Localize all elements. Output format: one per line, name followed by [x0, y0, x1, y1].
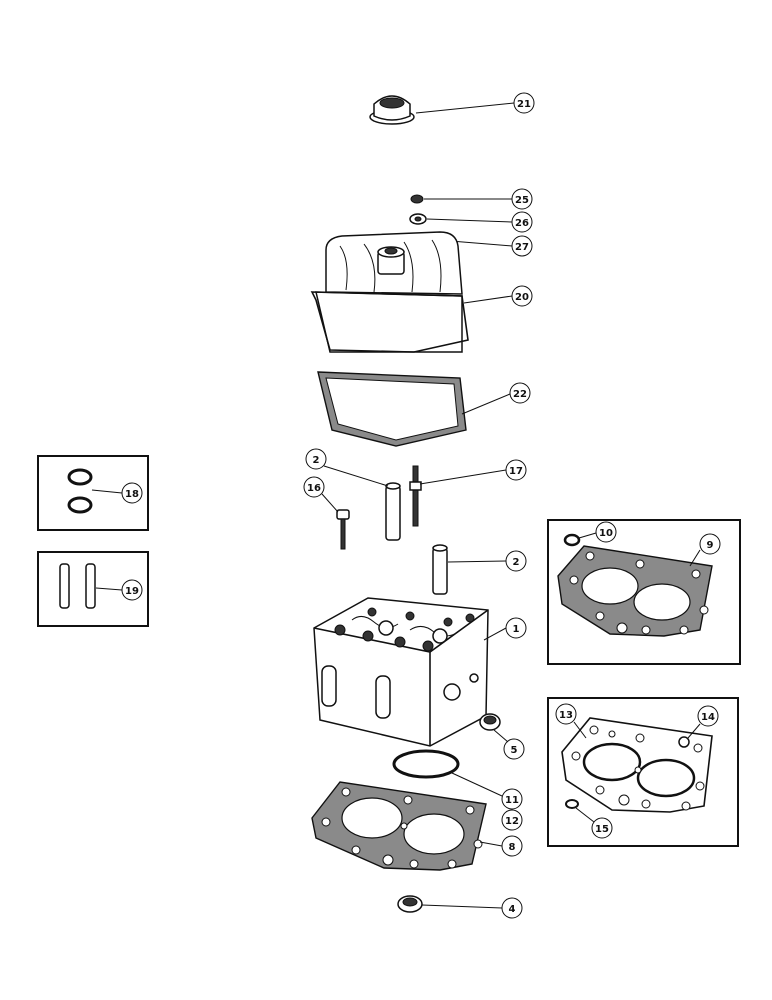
svg-text:4: 4 [509, 904, 516, 915]
part-4-plug [397, 895, 423, 913]
callout-20: 20 [511, 285, 533, 307]
callout-15: 15 [591, 817, 613, 839]
kit-box-13-14-15 [547, 697, 739, 847]
svg-text:25: 25 [515, 195, 529, 206]
svg-text:18: 18 [125, 489, 139, 500]
leader-line-11 [451, 772, 503, 797]
callout-12: 12 [501, 809, 523, 831]
leader-line-17 [419, 469, 507, 485]
callout-19: 19 [121, 579, 143, 601]
callout-22: 22 [509, 382, 531, 404]
svg-text:26: 26 [515, 218, 529, 229]
callout-21: 21 [513, 92, 535, 114]
svg-text:10: 10 [599, 528, 613, 539]
svg-text:9: 9 [707, 540, 714, 551]
svg-text:15: 15 [595, 824, 609, 835]
svg-text:8: 8 [509, 842, 516, 853]
part-1-cylinder-head [313, 597, 489, 747]
leader-line-8 [479, 841, 503, 847]
leader-line-1 [483, 627, 507, 641]
callout-14: 14 [697, 705, 719, 727]
svg-text:12: 12 [505, 816, 519, 827]
part-26-washer [409, 213, 427, 225]
leader-line-20 [463, 295, 513, 304]
leader-line-2a [323, 465, 389, 487]
callout-27: 27 [511, 235, 533, 257]
svg-text:22: 22 [513, 389, 527, 400]
callout-18: 18 [121, 482, 143, 504]
svg-text:21: 21 [517, 99, 531, 110]
part-2-tube-lower [432, 544, 448, 595]
part-2-tube-upper [385, 482, 401, 541]
part-8-head-gasket [311, 781, 487, 871]
callout-2-upper: 2 [305, 448, 327, 470]
callout-13: 13 [555, 703, 577, 725]
leader-line-26 [426, 218, 513, 223]
svg-text:27: 27 [515, 242, 529, 253]
callout-4: 4 [501, 897, 523, 919]
svg-text:1: 1 [513, 624, 520, 635]
part-16-bolt [336, 509, 350, 550]
svg-text:19: 19 [125, 586, 139, 597]
leader-line-4 [421, 904, 503, 909]
leader-line-2b [447, 560, 507, 563]
part-22-cover-gasket [317, 371, 467, 447]
callout-10: 10 [595, 521, 617, 543]
part-17-stud [409, 465, 422, 527]
callout-11: 11 [501, 788, 523, 810]
leader-line-21 [415, 102, 515, 114]
kit-box-18 [37, 455, 149, 531]
svg-text:17: 17 [509, 466, 523, 477]
part-5-plug [479, 713, 501, 731]
part-11-seal-ring [392, 749, 460, 779]
kit-box-9-10 [547, 519, 741, 665]
callout-25: 25 [511, 188, 533, 210]
svg-text:13: 13 [559, 710, 573, 721]
callout-17: 17 [505, 459, 527, 481]
part-25-nut [410, 194, 424, 204]
callout-1: 1 [505, 617, 527, 639]
callout-8: 8 [501, 835, 523, 857]
svg-text:2: 2 [313, 455, 320, 466]
leader-line-5 [493, 729, 509, 743]
svg-text:5: 5 [511, 745, 518, 756]
svg-text:11: 11 [505, 795, 519, 806]
leader-line-22 [461, 393, 511, 415]
callout-26: 26 [511, 211, 533, 233]
callout-16: 16 [303, 476, 325, 498]
leader-line-16 [321, 493, 339, 513]
svg-text:16: 16 [307, 483, 321, 494]
kit-box-19 [37, 551, 149, 627]
callout-5: 5 [503, 738, 525, 760]
part-21-breather-cap [369, 95, 415, 125]
callout-9: 9 [699, 533, 721, 555]
svg-text:14: 14 [701, 712, 715, 723]
svg-text:20: 20 [515, 292, 529, 303]
callout-2-lower: 2 [505, 550, 527, 572]
svg-text:2: 2 [513, 557, 520, 568]
part-20-valve-cover [310, 231, 469, 353]
